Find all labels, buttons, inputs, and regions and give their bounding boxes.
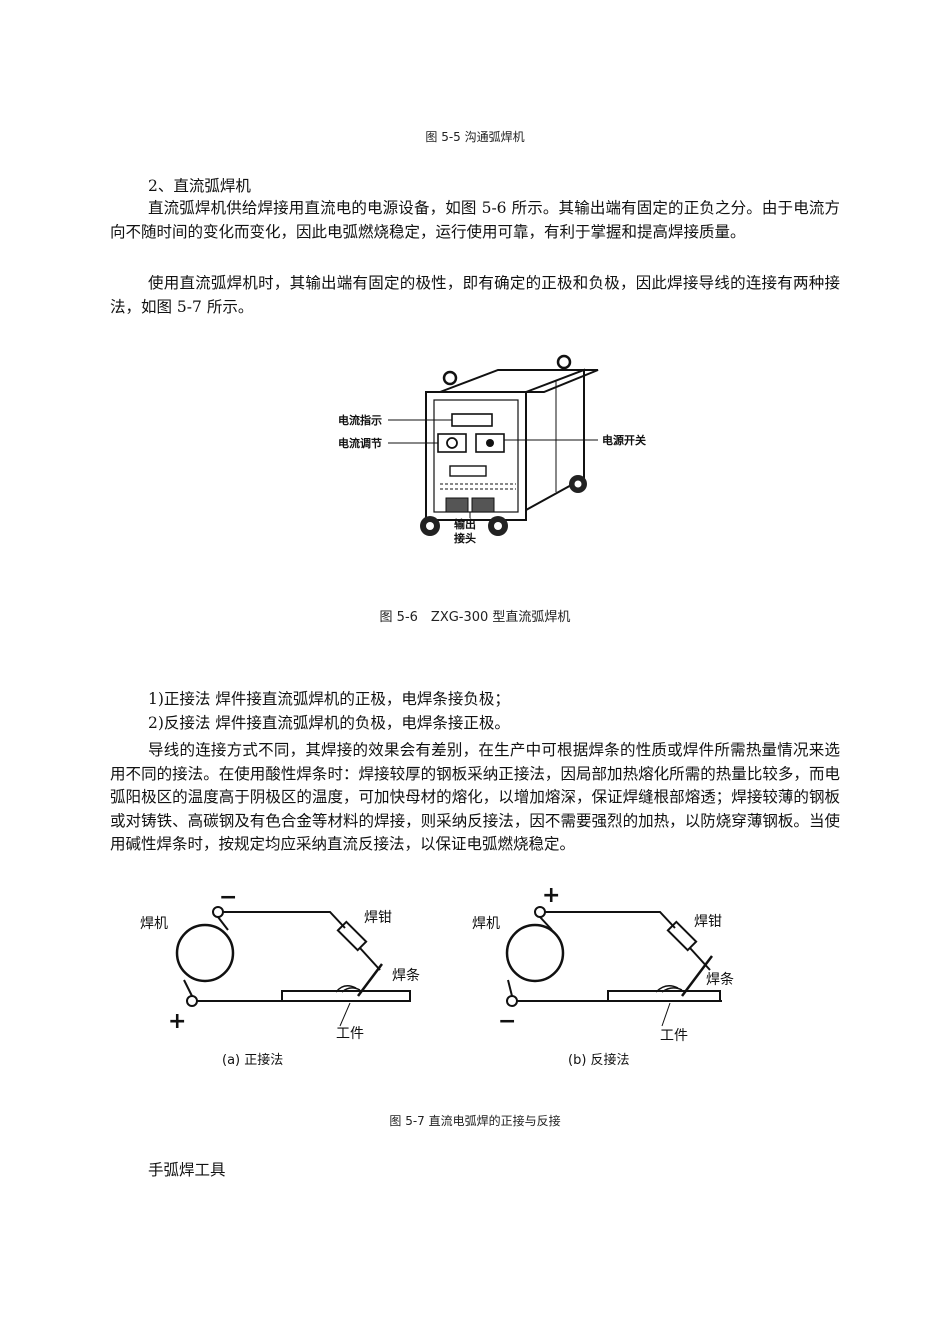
sign-top-a: − xyxy=(219,888,237,910)
label-machine-a: 焊机 xyxy=(140,916,168,932)
label-machine-b: 焊机 xyxy=(472,916,500,932)
list-item-straight-polarity: 1)正接法 焊件接直流弧焊机的正极，电焊条接负极； xyxy=(148,690,510,708)
terminal-bottom-a xyxy=(186,995,198,1007)
caption-b: (b) 反接法 xyxy=(568,1052,630,1068)
list-item-reverse-polarity: 2)反接法 焊件接直流弧焊机的负极，电焊条接正极。 xyxy=(148,714,510,732)
figure-5-7b-diagram: + − 焊机 焊钳 焊条 工件 (b) 反接法 xyxy=(472,888,734,1068)
label-electrode-a: 焊条 xyxy=(392,967,420,984)
lifting-eye-left xyxy=(442,370,458,386)
lifting-eye-right xyxy=(556,354,572,370)
caption-a: (a) 正接法 xyxy=(222,1052,283,1068)
label-power-switch: 电源开关 xyxy=(602,433,646,447)
welder-machine-circle-a xyxy=(175,923,235,983)
figure-5-7-caption: 图 5-7 直流电弧焊的正接与反接 xyxy=(389,1114,561,1128)
paragraph-polarity: 使用直流弧焊机时，其输出端有固定的极性，即有确定的正极和负极，因此焊接导线的连接… xyxy=(110,274,840,316)
electrode-holder-a xyxy=(336,920,368,952)
figure-5-6-illustration: 电流指示 电流调节 电源开关 输出 接头 xyxy=(338,354,646,545)
output-terminal-right xyxy=(471,497,495,513)
figure-5-6-caption: 图 5-6 ZXG-300 型直流弧焊机 xyxy=(379,610,571,625)
label-workpiece-b: 工件 xyxy=(660,1028,688,1044)
paragraph-dc-welder-intro: 直流弧焊机供给焊接用直流电的电源设备，如图 5-6 所示。其输出端有固定的正负之… xyxy=(110,199,840,241)
label-output-line2: 接头 xyxy=(454,531,476,545)
sign-bottom-b: − xyxy=(498,1009,516,1034)
current-adjust-knob xyxy=(446,437,458,449)
figure-5-7a-diagram: − + 焊机 焊钳 焊条 工件 (a) 正接法 xyxy=(140,888,420,1068)
label-holder-a: 焊钳 xyxy=(364,910,392,926)
terminal-bottom-b xyxy=(506,995,518,1007)
label-workpiece-a: 工件 xyxy=(336,1026,364,1042)
label-holder-b: 焊钳 xyxy=(694,914,722,930)
terminal-top-b xyxy=(534,906,546,918)
welder-machine-circle-b xyxy=(505,923,565,983)
section-heading-dc-welder: 2、直流弧焊机 xyxy=(148,177,251,195)
label-current-adjust: 电流调节 xyxy=(338,436,382,450)
paragraph-connection-choice: 导线的连接方式不同，其焊接的效果会有差别，在生产中可根据焊条的性质或焊件所需热量… xyxy=(110,741,840,853)
figure-5-5-caption: 图 5-5 沟通弧焊机 xyxy=(425,130,525,144)
section-heading-tools: 手弧焊工具 xyxy=(148,1161,226,1179)
electrode-holder-b xyxy=(666,920,698,952)
label-output-line1: 输出 xyxy=(454,517,476,531)
sign-top-b: + xyxy=(542,888,560,908)
electrode-a xyxy=(357,963,383,997)
label-current-indicator: 电流指示 xyxy=(338,413,382,427)
output-terminal-left xyxy=(445,497,469,513)
current-indicator-display xyxy=(451,413,493,427)
power-switch-knob xyxy=(486,439,494,447)
workpiece-b xyxy=(607,990,721,1002)
electrode-b xyxy=(681,955,713,997)
sign-bottom-a: + xyxy=(168,1009,186,1034)
label-electrode-b: 焊条 xyxy=(706,971,734,988)
workpiece-a xyxy=(281,990,411,1002)
